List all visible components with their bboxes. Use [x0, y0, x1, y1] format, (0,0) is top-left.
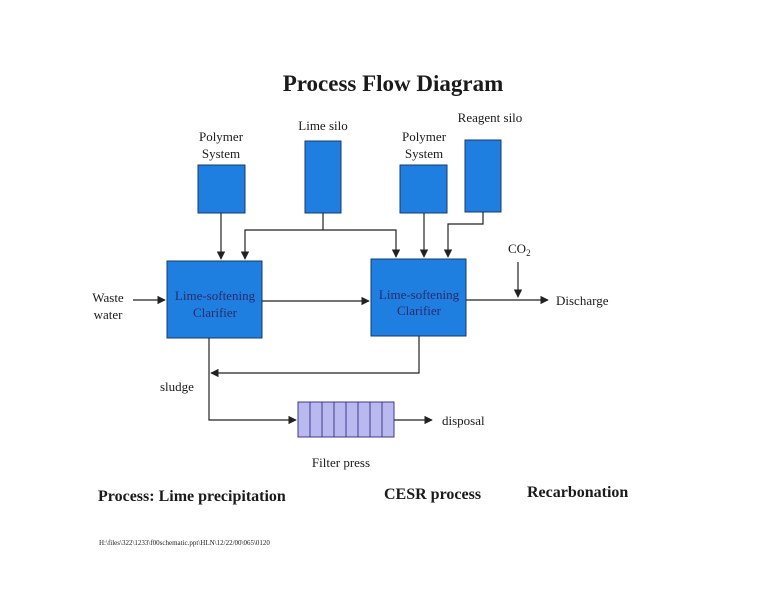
sludge-label: sludge — [160, 379, 194, 394]
filter-press-unit — [297, 401, 395, 438]
reagent-to-clarifier-2-line — [443, 212, 484, 258]
reagent-silo-unit — [464, 139, 502, 213]
waste-water-label-line2: water — [94, 307, 124, 322]
diagram-title: Process Flow Diagram — [283, 71, 504, 96]
co2-main: CO — [508, 241, 526, 256]
file-path-footer: H:\files\322\1233\f00schematic.ppt\HLN\1… — [99, 539, 270, 547]
clarifier-2-label-line2: Clarifier — [397, 303, 442, 318]
process-cesr: CESR process — [384, 486, 481, 503]
reagent-silo-label: Reagent silo — [458, 110, 523, 125]
clarifier-1-label-line1: Lime-softening — [175, 288, 256, 303]
lime-to-clarifier-2-line — [323, 229, 401, 258]
discharge-label: Discharge — [556, 293, 609, 308]
clarifier-1-unit — [166, 260, 263, 339]
sludge-to-filter-press-line — [208, 338, 297, 425]
clarifier-2-unit — [370, 258, 467, 337]
clarifier-1-label-line2: Clarifier — [193, 305, 238, 320]
lime-to-clarifier-1-line — [240, 213, 324, 260]
process-lime-precipitation: Process: Lime precipitation — [98, 488, 286, 505]
polymer-system-2-unit — [399, 164, 448, 214]
lime-silo-label: Lime silo — [298, 118, 347, 133]
polymer-system-1-label-line1: Polymer — [199, 129, 244, 144]
disposal-label: disposal — [442, 413, 485, 428]
polymer-system-2-label-line2: System — [405, 146, 443, 161]
polymer-system-1-unit — [197, 164, 246, 214]
process-recarbonation: Recarbonation — [527, 484, 628, 501]
co2-subscript: 2 — [526, 248, 531, 258]
co2-label: CO2 — [508, 241, 531, 258]
clarifier-2-sludge-line — [210, 336, 420, 378]
filter-press-label: Filter press — [312, 455, 370, 470]
polymer-system-2-label-line1: Polymer — [402, 129, 447, 144]
clarifier-2-label-line1: Lime-softening — [379, 287, 460, 302]
polymer-system-1-label-line2: System — [202, 146, 240, 161]
lime-silo-unit — [304, 140, 342, 214]
waste-water-label-line1: Waste — [92, 290, 124, 305]
